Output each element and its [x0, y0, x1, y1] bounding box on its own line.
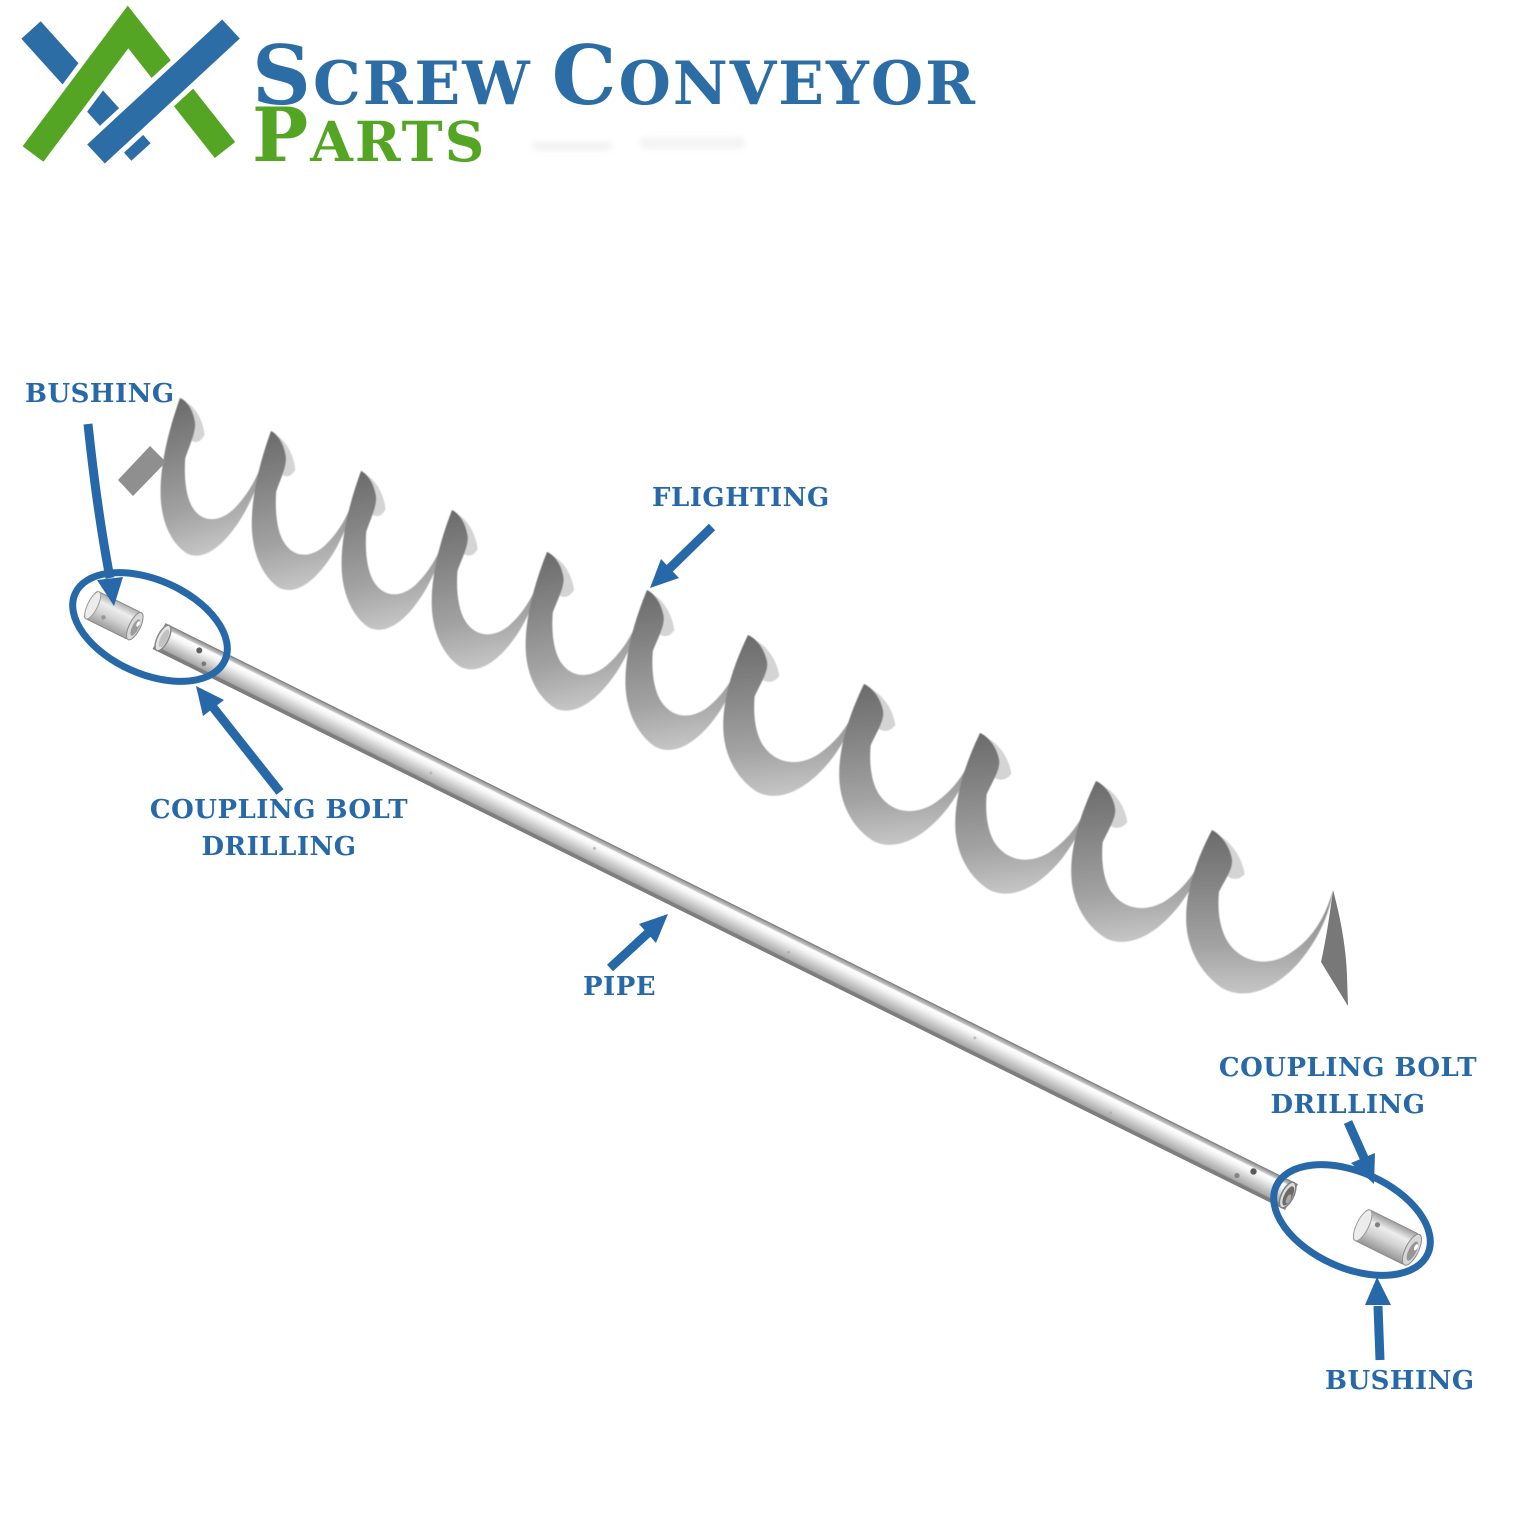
- flighting-loop: [525, 552, 648, 711]
- pipe-arrow: [606, 928, 653, 972]
- brand-name-line1: ScrewConveyor: [252, 28, 997, 124]
- coupling-area-ellipse-left: [69, 569, 231, 685]
- coupling-left-arrow: [208, 703, 284, 795]
- label-coupling-bolt-drilling-right: COUPLING BOLT DRILLING: [1217, 1050, 1479, 1124]
- erased-text-smudge: [640, 137, 745, 149]
- bushing-bore-glint: [1413, 1244, 1419, 1251]
- bushing-right-arrowhead: [1365, 1277, 1391, 1305]
- label-bushing-right: BUSHING: [1325, 1366, 1475, 1396]
- flighting-arrow: [664, 523, 716, 574]
- bushing-left-arrow: [83, 423, 115, 579]
- coupling-bolt-hole: [1250, 1168, 1257, 1175]
- annotation-arrowheads: [97, 559, 1391, 1305]
- flighting-loop: [251, 431, 361, 590]
- logo-blue-slash: [87, 19, 240, 164]
- flighting-loop: [431, 510, 548, 670]
- flighting-loop: [839, 684, 980, 845]
- pipe-left-bore: [158, 629, 170, 648]
- pipe-speck: [429, 771, 433, 775]
- flighting-loop: [955, 733, 1096, 894]
- logo-mark: [18, 0, 244, 168]
- flighting-start-tab: [118, 446, 166, 496]
- flighting-end-tab: [1321, 890, 1348, 1006]
- bushing-bore-glint: [136, 621, 140, 627]
- coupling-right-arrowhead: [1351, 1153, 1375, 1184]
- label-pipe: PIPE: [583, 972, 657, 1002]
- flighting-loop: [1071, 781, 1212, 942]
- bushing-left-arrowhead: [97, 577, 123, 606]
- coupling-left-arrowhead: [196, 686, 224, 716]
- bushing-closed-end: [84, 591, 102, 620]
- flighting-arrowhead: [650, 559, 679, 588]
- brand-name-line2: Parts: [252, 91, 486, 179]
- pipe-speck: [973, 1036, 977, 1040]
- brand-word-parts: Parts: [252, 91, 487, 179]
- pipe-highlight: [167, 630, 1291, 1190]
- bushing-right-arrow: [1373, 1305, 1385, 1361]
- annotation-arrows: [83, 423, 1385, 1361]
- flighting-loop: [723, 635, 864, 796]
- coupling-area-ellipse-right: [1270, 1161, 1434, 1279]
- label-bushing-left: BUSHING: [25, 379, 175, 409]
- flighting-loop: [625, 590, 749, 751]
- erased-text-smudge: [532, 141, 612, 151]
- flighting-loop: [341, 471, 452, 630]
- pipe-speck: [592, 846, 596, 850]
- pipe-shadow-edge: [157, 647, 1284, 1208]
- label-coupling-left-line1: COUPLING BOLT: [149, 795, 409, 825]
- bushing-bolt-hole: [101, 615, 106, 620]
- label-coupling-bolt-drilling-left: COUPLING BOLT DRILLING: [148, 792, 410, 866]
- brand-word-screw: Screw: [252, 28, 532, 124]
- label-coupling-right-line1: COUPLING BOLT: [1218, 1053, 1478, 1083]
- brand-word-conveyor: Conveyor: [551, 28, 977, 124]
- flighting-loop: [160, 398, 271, 556]
- coupling-bolt-hole: [1234, 1172, 1240, 1179]
- pipe: [152, 623, 1298, 1210]
- pipe-speck: [1109, 1111, 1113, 1115]
- pipe-right-bore-glint: [1285, 1194, 1292, 1204]
- coupling-bolt-hole: [196, 647, 203, 654]
- pipe-speck: [786, 950, 790, 954]
- pipe-arrowhead: [639, 914, 668, 943]
- label-coupling-right-line2: DRILLING: [1270, 1090, 1426, 1120]
- coupling-bolt-hole: [201, 661, 207, 667]
- bushing-right: [1352, 1209, 1423, 1266]
- bushing-left: [83, 591, 144, 641]
- bushing-closed-end: [1352, 1209, 1373, 1242]
- flighting-helix: [160, 398, 1333, 994]
- flighting-loop: [1186, 830, 1333, 994]
- label-coupling-left-line2: DRILLING: [201, 832, 357, 862]
- label-flighting: FLIGHTING: [652, 483, 830, 513]
- coupling-right-arrow: [1343, 1120, 1370, 1162]
- logo-green-chevron: [22, 5, 236, 162]
- bushing-bolt-hole: [1374, 1222, 1381, 1228]
